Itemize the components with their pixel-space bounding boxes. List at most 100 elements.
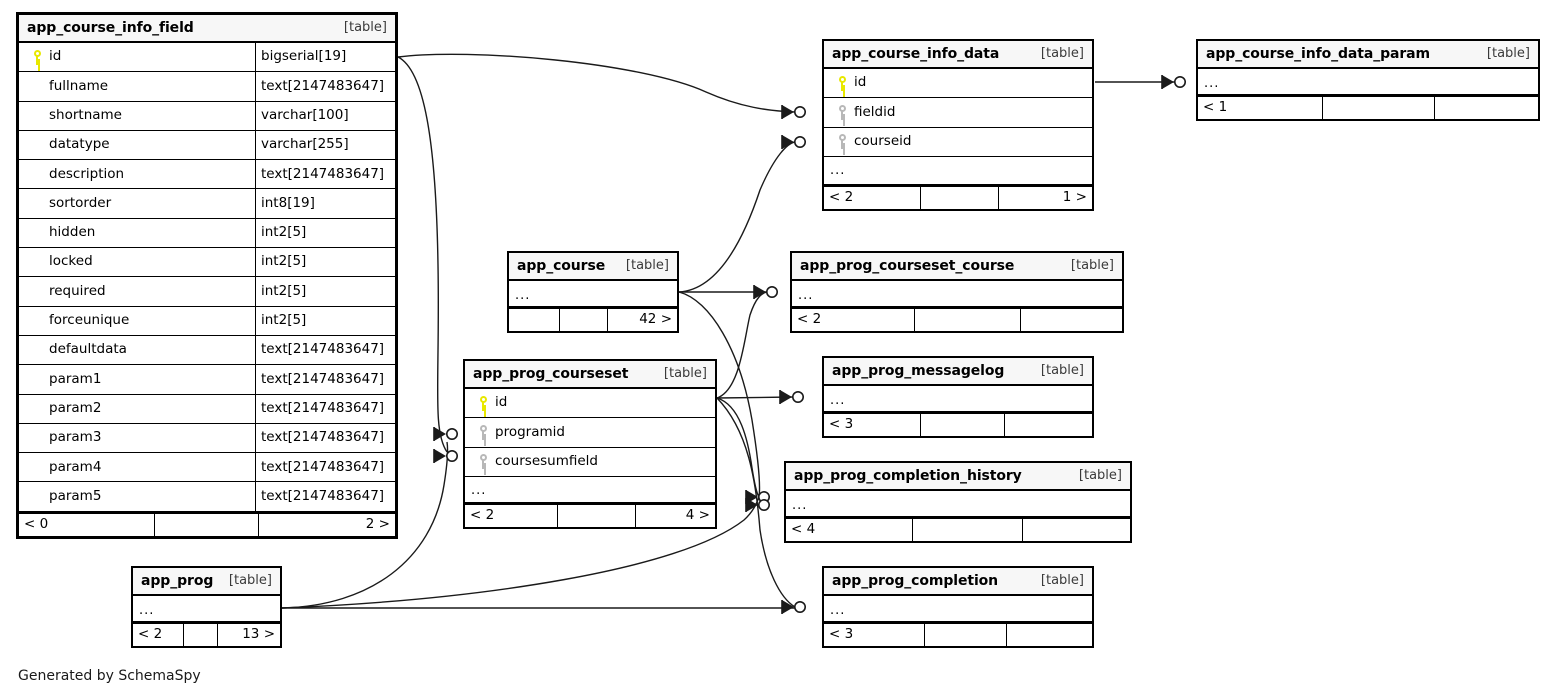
column-type: int2[5] bbox=[255, 306, 395, 335]
footer-middle bbox=[1322, 97, 1434, 119]
table-row[interactable]: param4 text[2147483647] bbox=[19, 453, 395, 483]
table-row[interactable]: param2 text[2147483647] bbox=[19, 394, 395, 424]
footer-inbound-count: < 3 bbox=[829, 416, 854, 433]
table-title: app_prog_completion_history [table] bbox=[786, 463, 1130, 491]
table-row-more[interactable]: ... bbox=[1198, 69, 1538, 95]
footer-middle bbox=[920, 186, 998, 209]
more-columns-ellipsis: ... bbox=[515, 287, 531, 303]
column-type: text[2147483647] bbox=[255, 365, 395, 394]
table-row-more[interactable]: ... bbox=[824, 157, 1092, 185]
column-name-cell: fieldid bbox=[824, 98, 1092, 126]
table-app_prog_completion[interactable]: app_prog_completion [table] ... < 3 bbox=[822, 566, 1094, 648]
table-app_course_info_data_param[interactable]: app_course_info_data_param [table] ... <… bbox=[1196, 39, 1540, 121]
table-app_course_info_data[interactable]: app_course_info_data [table] id fieldid … bbox=[822, 39, 1094, 211]
column-name-cell: sortorder bbox=[19, 189, 255, 217]
column-name-cell: id bbox=[824, 69, 1092, 97]
footer-outbound-count: 42 > bbox=[607, 309, 677, 331]
table-title: app_course_info_field [table] bbox=[19, 15, 395, 43]
table-tag: [table] bbox=[1070, 258, 1114, 273]
table-tag: [table] bbox=[228, 573, 272, 588]
table-row[interactable]: shortname varchar[100] bbox=[19, 101, 395, 131]
column-type: text[2147483647] bbox=[255, 335, 395, 365]
foreign-key-icon bbox=[473, 454, 495, 470]
footer-middle bbox=[920, 414, 1004, 436]
table-tag: [table] bbox=[343, 20, 387, 35]
table-row[interactable]: datatype varchar[255] bbox=[19, 130, 395, 161]
table-row[interactable]: coursesumfield bbox=[465, 448, 715, 477]
table-row[interactable]: param5 text[2147483647] bbox=[19, 482, 395, 512]
table-footer: < 2 bbox=[792, 307, 1122, 331]
column-name: forceunique bbox=[49, 312, 130, 329]
table-row[interactable]: fieldid bbox=[824, 98, 1092, 128]
table-row[interactable]: description text[2147483647] bbox=[19, 160, 395, 190]
table-name: app_prog_messagelog bbox=[832, 362, 1005, 379]
column-type: int8[19] bbox=[255, 189, 395, 218]
table-row[interactable]: param3 text[2147483647] bbox=[19, 423, 395, 454]
table-name: app_prog_completion_history bbox=[794, 467, 1022, 484]
column-type: text[2147483647] bbox=[255, 394, 395, 423]
table-name: app_prog_courseset_course bbox=[800, 257, 1015, 274]
table-app_prog[interactable]: app_prog [table] ... < 2 13 > bbox=[131, 566, 282, 648]
footer-outbound-count bbox=[1004, 414, 1092, 436]
table-app_course[interactable]: app_course [table] ... 42 > bbox=[507, 251, 679, 333]
table-title: app_prog_courseset_course [table] bbox=[792, 253, 1122, 281]
table-row[interactable]: sortorder int8[19] bbox=[19, 189, 395, 219]
table-row[interactable]: hidden int2[5] bbox=[19, 218, 395, 249]
table-row[interactable]: fullname text[2147483647] bbox=[19, 72, 395, 102]
column-type: text[2147483647] bbox=[255, 160, 395, 189]
foreign-key-icon bbox=[832, 104, 854, 120]
table-row[interactable]: id bbox=[824, 69, 1092, 99]
table-row-more[interactable]: ... bbox=[786, 491, 1130, 517]
column-type: int2[5] bbox=[255, 248, 395, 277]
column-name: description bbox=[49, 165, 125, 182]
table-row-more[interactable]: ... bbox=[792, 281, 1122, 307]
table-row[interactable]: defaultdata text[2147483647] bbox=[19, 335, 395, 366]
table-row[interactable]: required int2[5] bbox=[19, 277, 395, 307]
column-name-cell: param5 bbox=[19, 482, 255, 510]
column-name-cell: id bbox=[19, 43, 255, 71]
column-name-cell: param3 bbox=[19, 424, 255, 452]
table-title: app_course_info_data_param [table] bbox=[1198, 41, 1538, 69]
column-name: hidden bbox=[49, 224, 96, 241]
table-row[interactable]: param1 text[2147483647] bbox=[19, 365, 395, 395]
table-row[interactable]: programid bbox=[465, 418, 715, 448]
column-name-cell: param1 bbox=[19, 365, 255, 393]
column-name-cell: param4 bbox=[19, 453, 255, 481]
footer-middle bbox=[914, 309, 1020, 331]
table-row-more[interactable]: ... bbox=[824, 386, 1092, 412]
table-row[interactable]: courseid bbox=[824, 128, 1092, 157]
table-row[interactable]: locked int2[5] bbox=[19, 248, 395, 278]
table-row-more[interactable]: ... bbox=[509, 281, 677, 307]
column-name-cell: courseid bbox=[824, 128, 1092, 156]
footer-inbound-count: < 0 bbox=[24, 516, 49, 532]
table-app_prog_courseset[interactable]: app_prog_courseset [table] id programid … bbox=[463, 359, 717, 529]
table-tag: [table] bbox=[1040, 46, 1084, 61]
table-row[interactable]: id bigserial[19] bbox=[19, 43, 395, 73]
table-row-more[interactable]: ... bbox=[465, 477, 715, 503]
column-name: param2 bbox=[49, 399, 102, 416]
table-app_prog_courseset_course[interactable]: app_prog_courseset_course [table] ... < … bbox=[790, 251, 1124, 333]
table-footer: < 4 bbox=[786, 517, 1130, 541]
table-app_prog_completion_history[interactable]: app_prog_completion_history [table] ... … bbox=[784, 461, 1132, 543]
column-name-cell: hidden bbox=[19, 219, 255, 247]
generator-credit: Generated by SchemaSpy bbox=[18, 668, 201, 684]
table-row[interactable]: forceunique int2[5] bbox=[19, 306, 395, 336]
footer-inbound-count: < 4 bbox=[791, 521, 816, 538]
footer-outbound-count: 4 > bbox=[635, 504, 715, 527]
column-name-cell: datatype bbox=[19, 131, 255, 159]
table-row-more[interactable]: ... bbox=[133, 596, 280, 622]
column-name: sortorder bbox=[49, 194, 112, 211]
table-row[interactable]: id bbox=[465, 389, 715, 419]
table-app_prog_messagelog[interactable]: app_prog_messagelog [table] ... < 3 bbox=[822, 356, 1094, 438]
table-app_course_info_field[interactable]: app_course_info_field [table] id bigseri… bbox=[16, 12, 398, 539]
primary-key-icon bbox=[27, 49, 49, 65]
footer-inbound-count: < 1 bbox=[1203, 99, 1228, 116]
primary-key-icon bbox=[832, 75, 854, 91]
table-tag: [table] bbox=[663, 366, 707, 381]
table-name: app_prog bbox=[141, 572, 214, 589]
column-name: datatype bbox=[49, 136, 110, 153]
column-name: param4 bbox=[49, 458, 102, 475]
table-name: app_course bbox=[517, 257, 606, 274]
footer-outbound-count bbox=[1434, 97, 1538, 119]
table-row-more[interactable]: ... bbox=[824, 596, 1092, 622]
